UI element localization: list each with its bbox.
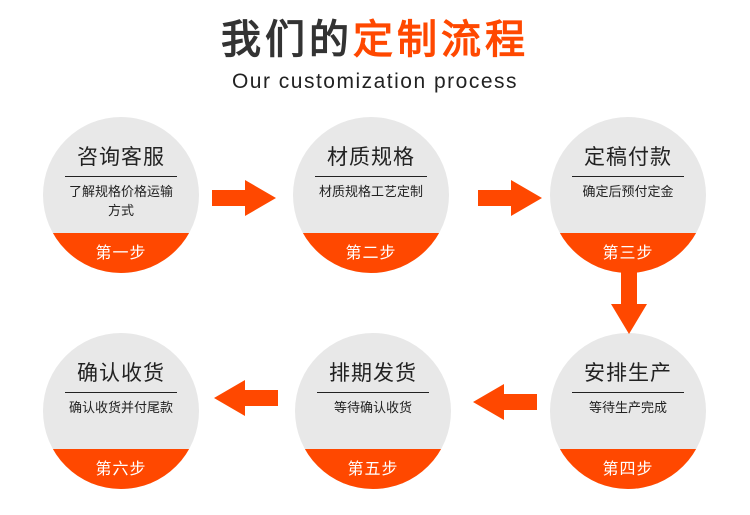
step-description: 材质规格工艺定制 [318,185,423,200]
step-description: 确定后预付定金 [582,185,674,200]
step-label: 第五步 [347,459,399,478]
step-band: 第一步 [43,233,199,273]
page-title: 我们的定制流程 [0,14,750,66]
arrow-left-icon [214,380,278,416]
step-6: 确认收货 确认收货并付尾款 第六步 [43,333,199,489]
arrow-left-icon [473,384,537,420]
divider [315,176,427,177]
step-band: 第二步 [293,233,449,273]
step-label: 第三步 [602,243,654,262]
step-name: 安排生产 [584,361,672,385]
step-band: 第六步 [43,449,199,489]
step-band: 第四步 [550,449,706,489]
step-label: 第二步 [345,243,397,262]
divider [317,392,429,393]
step-description: 等待生产完成 [588,401,667,416]
step-name: 咨询客服 [77,145,165,169]
step-description: 了解规格价格运输方式 [68,185,173,219]
arrow-right-icon [212,180,276,216]
divider [572,392,684,393]
step-name: 材质规格 [327,145,415,169]
step-5: 排期发货 等待确认收货 第五步 [295,333,451,489]
step-name: 排期发货 [329,361,417,385]
step-description: 等待确认收货 [333,401,412,416]
step-1: 咨询客服 了解规格价格运输方式 第一步 [43,117,199,273]
step-band: 第五步 [295,449,451,489]
step-3: 定稿付款 确定后预付定金 第三步 [550,117,706,273]
divider [65,392,177,393]
arrow-right-icon [478,180,542,216]
divider [572,176,684,177]
step-2: 材质规格 材质规格工艺定制 第二步 [293,117,449,273]
step-name: 定稿付款 [584,145,672,169]
title-accent: 定制流程 [353,17,529,63]
step-band: 第三步 [550,233,706,273]
title-dark: 我们的 [221,17,353,63]
step-name: 确认收货 [77,361,165,385]
step-label: 第一步 [95,243,147,262]
step-label: 第四步 [602,459,654,478]
step-label: 第六步 [95,459,147,478]
step-description: 确认收货并付尾款 [68,401,173,416]
page-subtitle: Our customization process [231,70,519,93]
divider [65,176,177,177]
step-4: 安排生产 等待生产完成 第四步 [550,333,706,489]
arrow-down-icon [611,272,647,334]
